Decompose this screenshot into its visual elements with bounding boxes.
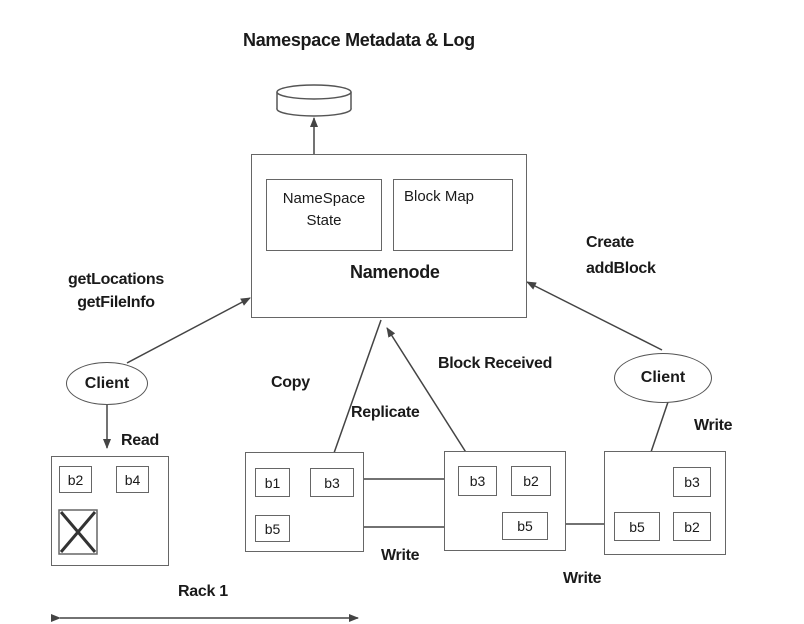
replicate-label: Replicate bbox=[351, 404, 420, 421]
namespace-state-line1: NameSpace bbox=[282, 190, 366, 207]
arrow-client-right-to-namenode bbox=[526, 281, 663, 351]
copy-label: Copy bbox=[271, 374, 310, 391]
get-locations-label: getLocations bbox=[68, 271, 164, 288]
datanode-4: b3 b5 b2 bbox=[604, 451, 726, 555]
arrow-client-left-to-namenode bbox=[126, 297, 251, 364]
client-left: Client bbox=[66, 362, 148, 405]
arrow-block-received-to-namenode bbox=[386, 327, 475, 466]
metadata-log-cylinder-icon bbox=[276, 84, 352, 117]
add-block-label: addBlock bbox=[586, 259, 656, 277]
block-b2: b2 bbox=[673, 512, 711, 541]
block-b2: b2 bbox=[59, 466, 92, 493]
block-b3: b3 bbox=[673, 467, 711, 497]
failed-block-x-icon bbox=[58, 509, 98, 555]
block-b1: b1 bbox=[255, 468, 290, 497]
read-label: Read bbox=[121, 432, 159, 449]
datanode-2: b1 b3 b5 bbox=[245, 452, 364, 552]
client-left-namenode-ops: getLocations getFileInfo bbox=[68, 268, 164, 314]
block-b3: b3 bbox=[310, 468, 354, 497]
namenode-label: Namenode bbox=[350, 262, 440, 282]
namespace-state-line2: State bbox=[306, 211, 342, 229]
block-b5: b5 bbox=[614, 512, 660, 541]
block-b4: b4 bbox=[116, 466, 149, 493]
namenode-box: NameSpace State Block Map Namenode bbox=[251, 154, 527, 318]
write-label-right: Write bbox=[694, 417, 733, 434]
block-b3: b3 bbox=[458, 466, 497, 496]
block-b2: b2 bbox=[511, 466, 551, 496]
block-b5: b5 bbox=[502, 512, 548, 540]
write-label-mid: Write bbox=[381, 547, 420, 564]
create-label: Create bbox=[586, 234, 635, 251]
write-label-bottom: Write bbox=[563, 570, 602, 587]
block-map-label: Block Map bbox=[404, 188, 475, 205]
diagram-title: Namespace Metadata & Log bbox=[243, 30, 475, 50]
client-right: Client bbox=[614, 353, 712, 403]
datanode-3: b3 b2 b5 bbox=[444, 451, 566, 551]
block-received-label: Block Received bbox=[438, 355, 553, 372]
block-b5: b5 bbox=[255, 515, 290, 542]
namespace-state-box: NameSpace State bbox=[266, 179, 382, 251]
get-file-info-label: getFileInfo bbox=[77, 294, 155, 312]
rack-label: Rack 1 bbox=[178, 583, 228, 600]
arrow-namenode-copy-to-dn2 bbox=[327, 319, 382, 471]
datanode-1: b2 b4 bbox=[51, 456, 169, 566]
client-right-namenode-ops: Create addBlock bbox=[586, 230, 656, 281]
block-map-box: Block Map bbox=[393, 179, 513, 251]
